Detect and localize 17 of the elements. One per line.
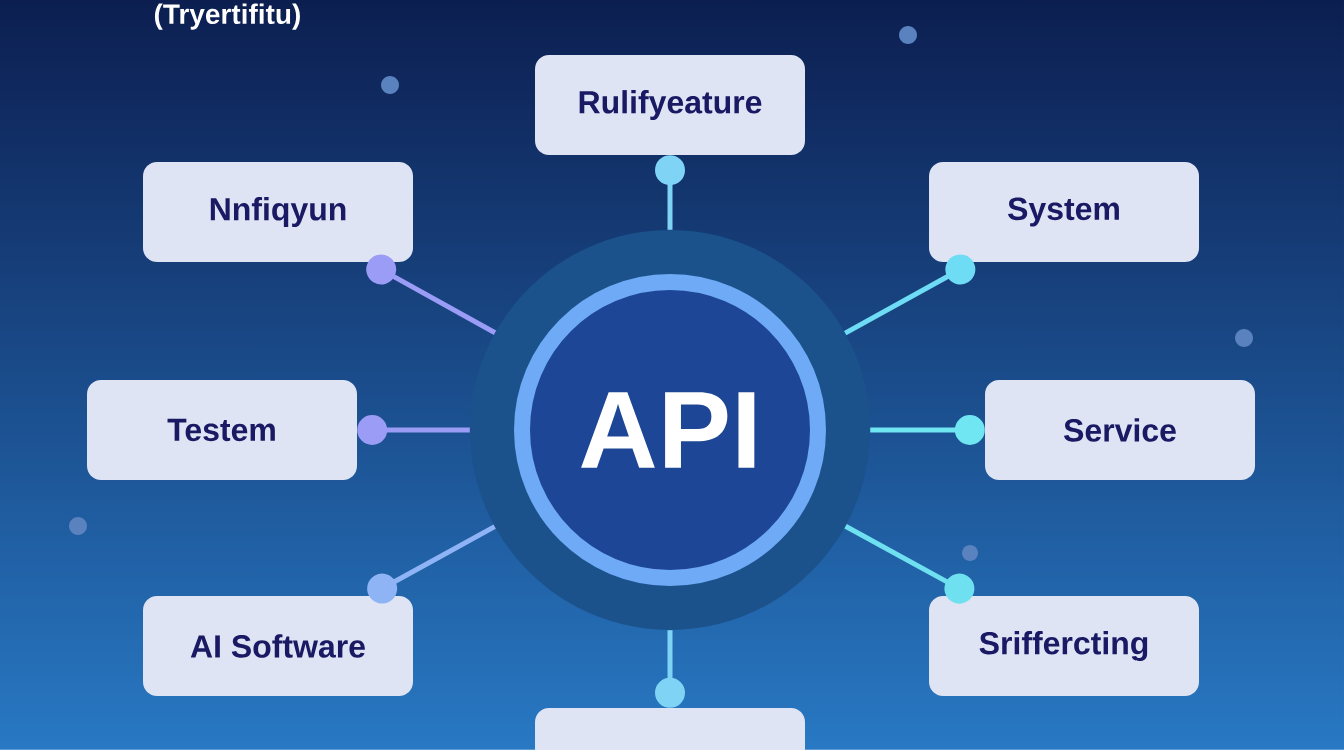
connector <box>655 630 685 708</box>
process-box: Nnfiqyun <box>143 162 413 262</box>
connector <box>844 524 975 604</box>
empty-box <box>535 708 805 750</box>
connector <box>357 415 470 445</box>
process-box: Testem <box>87 380 357 480</box>
connector <box>366 254 497 335</box>
process-box: AI Software <box>143 596 413 696</box>
process-box: Service <box>985 380 1255 480</box>
process-box: Sriffercting <box>929 596 1199 696</box>
connector <box>367 524 496 604</box>
process-box: Rulifyeature <box>535 55 805 155</box>
connector <box>655 155 685 230</box>
header-text: (Tryertifitu) <box>154 3 300 30</box>
connector <box>870 415 985 445</box>
connector <box>844 254 976 336</box>
process-box: System <box>929 162 1199 262</box>
